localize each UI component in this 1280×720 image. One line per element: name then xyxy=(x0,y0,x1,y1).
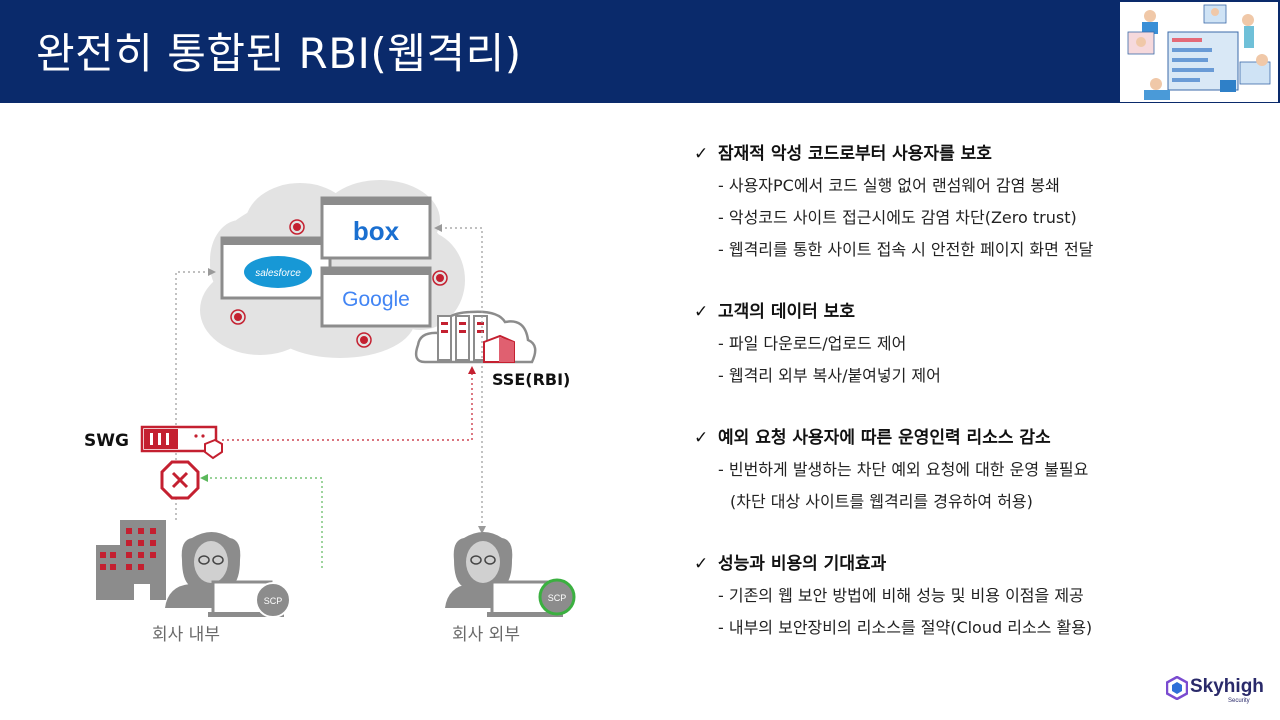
list-item: - 웹격리 외부 복사/붙여넣기 제어 xyxy=(718,366,941,385)
swg-appliance xyxy=(140,425,223,460)
box-window: box xyxy=(320,196,432,260)
google-logo: Google xyxy=(342,288,410,311)
section-title: 예외 요청 사용자에 따른 운영인력 리소스 감소 xyxy=(718,428,1051,448)
svg-text:SCP: SCP xyxy=(548,593,567,603)
google-window: Google xyxy=(320,266,432,328)
section-title: 잠재적 악성 코드로부터 사용자를 보호 xyxy=(718,144,992,164)
checkmark-icon: ✓ xyxy=(694,144,709,164)
benefit-section-data: ✓ 고객의 데이터 보호 - 파일 다운로드/업로드 제어 - 웹격리 외부 복사… xyxy=(694,296,1254,392)
salesforce-window: salesforce xyxy=(220,236,332,300)
benefit-section-performance: ✓ 성능과 비용의 기대효과 - 기존의 웹 보안 방법에 비해 성능 및 비용 … xyxy=(694,548,1254,644)
biohazard-icon xyxy=(234,223,444,344)
box-logo: box xyxy=(353,216,400,246)
checkmark-icon: ✓ xyxy=(694,428,709,448)
benefit-section-operations: ✓ 예외 요청 사용자에 따른 운영인력 리소스 감소 - 빈번하게 발생하는 차… xyxy=(694,422,1254,518)
list-item: - 빈번하게 발생하는 차단 예외 요청에 대한 운영 불필요 xyxy=(718,460,1089,479)
page-title: 완전히 통합된 RBI(웹격리) xyxy=(36,29,522,78)
list-item: - 내부의 보안장비의 리소스를 절약(Cloud 리소스 활용) xyxy=(718,618,1093,637)
swg-label: SWG xyxy=(84,431,129,451)
benefit-section-protection: ✓ 잠재적 악성 코드로부터 사용자를 보호 - 사용자PC에서 코드 실행 없어… xyxy=(694,138,1254,266)
skyhigh-logo-text: Skyhigh xyxy=(1190,676,1264,697)
internal-label: 회사 내부 xyxy=(152,625,220,645)
section-title: 성능과 비용의 기대효과 xyxy=(718,554,887,574)
external-label: 회사 외부 xyxy=(452,625,520,645)
sse-rbi-label: SSE(RBI) xyxy=(492,370,571,389)
header-bar: 완전히 통합된 RBI(웹격리) xyxy=(0,0,1280,103)
list-item: - 웹격리를 통한 사이트 접속 시 안전한 페이지 화면 전달 xyxy=(718,240,1094,259)
skyhigh-logo-subtext: Security xyxy=(1228,698,1250,704)
checkmark-icon: ✓ xyxy=(694,554,709,574)
list-item: - 악성코드 사이트 접근시에도 감염 차단(Zero trust) xyxy=(718,208,1077,227)
skyhigh-logo-icon xyxy=(1166,676,1188,700)
scp-badge-external: SCP xyxy=(538,578,576,616)
internal-user-icon xyxy=(165,532,284,617)
checkmark-icon: ✓ xyxy=(694,302,709,322)
svg-text:SCP: SCP xyxy=(264,596,283,606)
list-item: - 기존의 웹 보안 방법에 비해 성능 및 비용 이점을 제공 xyxy=(718,586,1084,605)
list-item: - 사용자PC에서 코드 실행 없어 랜섬웨어 감염 봉쇄 xyxy=(718,176,1060,195)
salesforce-logo: salesforce xyxy=(255,268,301,279)
scp-badge-internal: SCP xyxy=(255,582,291,618)
block-icon xyxy=(160,460,200,500)
sse-rbi-cloud xyxy=(414,310,537,364)
connection-lines xyxy=(175,224,486,568)
list-item: (차단 대상 사이트를 웹격리를 경유하여 허용) xyxy=(730,492,1033,511)
section-title: 고객의 데이터 보호 xyxy=(718,302,855,322)
benefit-list: ✓ 잠재적 악성 코드로부터 사용자를 보호 - 사용자PC에서 코드 실행 없어… xyxy=(694,138,1254,644)
list-item: - 파일 다운로드/업로드 제어 xyxy=(718,334,907,353)
building-icon xyxy=(96,520,166,600)
rbi-architecture-diagram: salesforce box Google xyxy=(96,180,576,618)
team-collaboration-illustration-icon xyxy=(1120,2,1278,102)
